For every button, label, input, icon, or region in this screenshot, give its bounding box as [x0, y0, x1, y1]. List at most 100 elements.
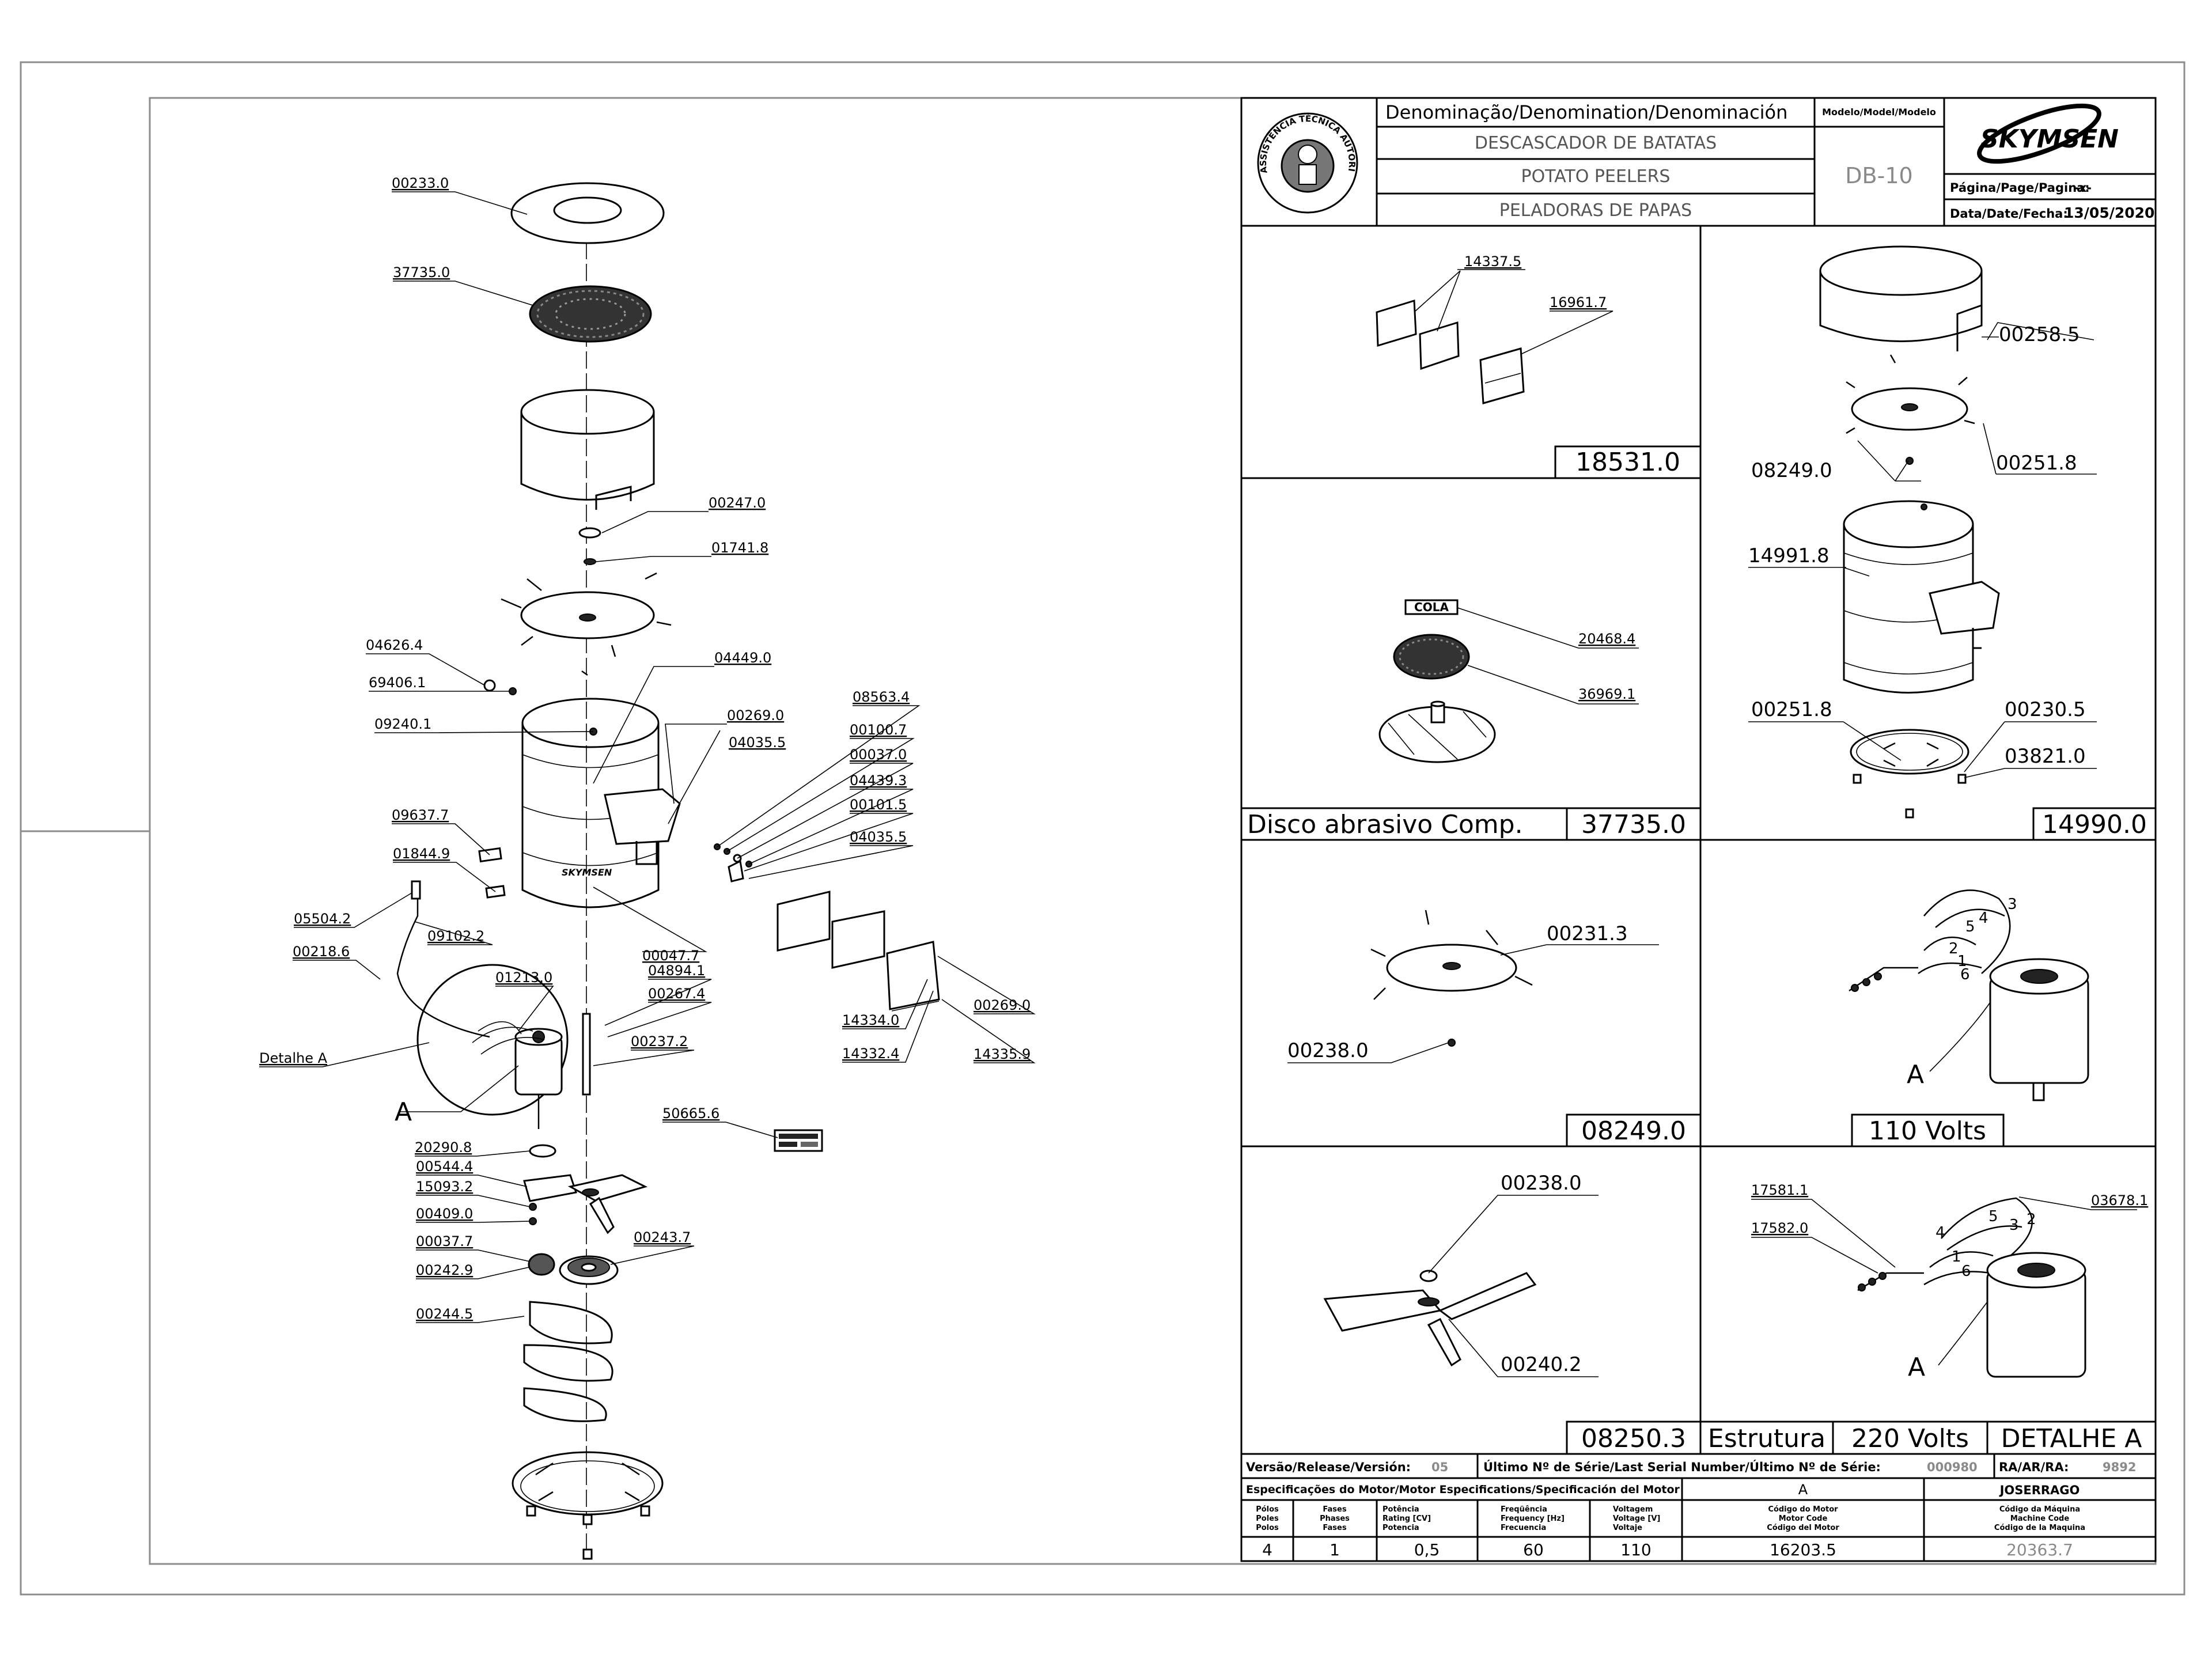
date-value: 13/05/2020: [2064, 204, 2154, 221]
upper-sleeve: [520, 389, 655, 510]
serial-label: Último Nº de Série/Last Serial Number/Úl…: [1483, 1460, 1881, 1474]
detail-letter: A: [395, 1097, 412, 1127]
col-header: Pólos: [1256, 1505, 1279, 1514]
part-label: 09637.7: [392, 807, 449, 823]
voltage-caption: 220 Volts: [1851, 1424, 1969, 1453]
part-label: 00251.8: [1996, 452, 2077, 475]
page-value: -x-: [2074, 181, 2092, 195]
panel-08250: 00238.0 00240.2: [1323, 1172, 1599, 1377]
base-frame: [512, 1451, 664, 1560]
part-label: 08249.0: [1751, 459, 1832, 482]
part-label: 00218.6: [293, 944, 350, 960]
col-header: Fases: [1323, 1505, 1346, 1514]
brand-name: SKYMSEN: [1980, 124, 2119, 154]
spec-header-right: JOSERRAGO: [1999, 1483, 2080, 1497]
col-header: Voltaje: [1613, 1524, 1642, 1532]
part-label: 14334.0: [842, 1012, 899, 1028]
part-label: 14991.8: [1748, 544, 1830, 567]
part-label: 14332.4: [842, 1046, 899, 1062]
assistance-seal: ASSISTÊNCIA TÉCNICA AUTORIZADA: [0, 0, 1358, 214]
wire-number: 6: [1961, 1263, 1971, 1280]
part-label: 50665.6: [662, 1105, 719, 1122]
motor-bracket: [523, 1174, 648, 1234]
spec-value: 110: [1620, 1540, 1651, 1559]
date-label: Data/Date/Fecha:: [1950, 207, 2068, 221]
release-row: Versão/Release/Versión: 05 Último Nº de …: [1240, 1453, 2157, 1479]
part-label: 17581.1: [1751, 1182, 1808, 1198]
part-label: 00237.2: [631, 1033, 688, 1050]
main-drum: SKYMSEN: [521, 698, 681, 908]
name-en: POTATO PEELERS: [1521, 166, 1671, 187]
inner-frame: [149, 97, 2157, 1565]
col-header: Polos: [1256, 1524, 1279, 1532]
part-label: 03678.1: [2091, 1192, 2148, 1209]
exploded-view-labels: 00233.0 37735.0 00247.0 01741.8 04626.4 …: [259, 175, 1031, 1322]
col-header: Potencia: [1382, 1524, 1419, 1532]
spinning-plate: [501, 572, 672, 676]
part-label: 04626.4: [366, 637, 423, 653]
wire-number: 2: [2027, 1211, 2036, 1228]
bracket-nut: [582, 1188, 599, 1196]
abrasive-disc: [529, 285, 652, 343]
pulley-small: [528, 1253, 555, 1276]
panel-code: 37735.0: [1581, 810, 1686, 839]
part-label: 00231.3: [1547, 922, 1628, 945]
part-label: 36969.1: [1578, 686, 1635, 702]
part-label: 14335.9: [974, 1046, 1031, 1062]
name-es: PELADORAS DE PAPAS: [1499, 200, 1692, 221]
part-label: 03821.0: [2005, 745, 2086, 768]
part-label: 04035.5: [729, 734, 786, 751]
panel-220v: 17581.1 17582.0 03678.1 5 3 2 4 1 6 A: [1751, 1182, 2148, 1382]
panel-110v: 3 4 5 2 1 6 A 110 Volts: [1849, 889, 2089, 1147]
panel-code: 08250.3: [1581, 1424, 1686, 1453]
col-header: Frequency [Hz]: [1501, 1514, 1565, 1523]
ra-label: RA/AR/RA:: [1999, 1460, 2069, 1474]
shaft: [582, 1013, 591, 1096]
col-header: Voltage [V]: [1613, 1514, 1660, 1523]
part-label: 09240.1: [374, 716, 431, 732]
name-pt: DESCASCADOR DE BATATAS: [1475, 133, 1717, 153]
outer-frame: [20, 61, 2186, 1596]
part-label: 00242.9: [416, 1262, 473, 1278]
col-header: Phases: [1320, 1514, 1350, 1523]
detail-letter: A: [1907, 1060, 1924, 1089]
page-label: Página/Page/Pagina:: [1950, 181, 2090, 195]
part-label: 05504.2: [294, 911, 351, 927]
cola-tag: COLA: [1414, 600, 1449, 614]
spec-value: 16203.5: [1770, 1540, 1836, 1559]
part-label: 01213.0: [495, 969, 552, 986]
col-header: Código da Máquina: [1999, 1505, 2080, 1514]
part-label: 04894.1: [648, 963, 705, 979]
part-label: 00238.0: [1501, 1172, 1582, 1195]
wire-number: 4: [1979, 910, 1988, 927]
part-label: 04439.3: [850, 772, 907, 789]
part-label: 00269.0: [727, 707, 784, 724]
part-label: 00230.5: [2005, 698, 2086, 721]
wire-number: 1: [1957, 953, 1967, 970]
wire-number: 3: [2009, 1217, 2019, 1234]
panel-18531: 14337.5 16961.7 18531.0: [1376, 253, 1702, 479]
screw-00409: [529, 1217, 537, 1225]
panel-37735: COLA 20468.4 36969.1 Disco abrasivo Comp…: [1240, 599, 1702, 841]
part-label: 00037.0: [850, 747, 907, 763]
lid-ring: [510, 182, 665, 244]
ra-value: 9892: [2103, 1460, 2136, 1474]
part-label: 00243.7: [634, 1229, 691, 1245]
part-label: 17582.0: [1751, 1220, 1808, 1236]
part-label: Detalhe A: [259, 1050, 328, 1066]
drum-logo: SKYMSEN: [562, 867, 612, 878]
part-label: 01844.9: [393, 846, 450, 862]
spec-value: 20363.7: [2006, 1540, 2073, 1559]
spec-header: Especificações do Motor/Motor Especifica…: [1246, 1483, 1680, 1496]
part-label: 00037.7: [416, 1233, 473, 1249]
seal-text: ASSISTÊNCIA TÉCNICA AUTORIZADA: [0, 0, 1357, 174]
part-label: 04035.5: [850, 829, 907, 845]
denomination-header: Denominação/Denomination/Denominación: [1385, 101, 1787, 123]
title-block: ASSISTÊNCIA TÉCNICA AUTORIZADA Denominaç…: [0, 0, 2157, 227]
part-label: 08563.4: [853, 689, 910, 705]
brand-logo: SKYMSEN: [1977, 103, 2119, 164]
model-value: DB-10: [1845, 163, 1912, 188]
part-label: 37735.0: [393, 264, 450, 281]
part-label: 04449.0: [714, 650, 771, 666]
warning-label: [774, 1129, 823, 1152]
